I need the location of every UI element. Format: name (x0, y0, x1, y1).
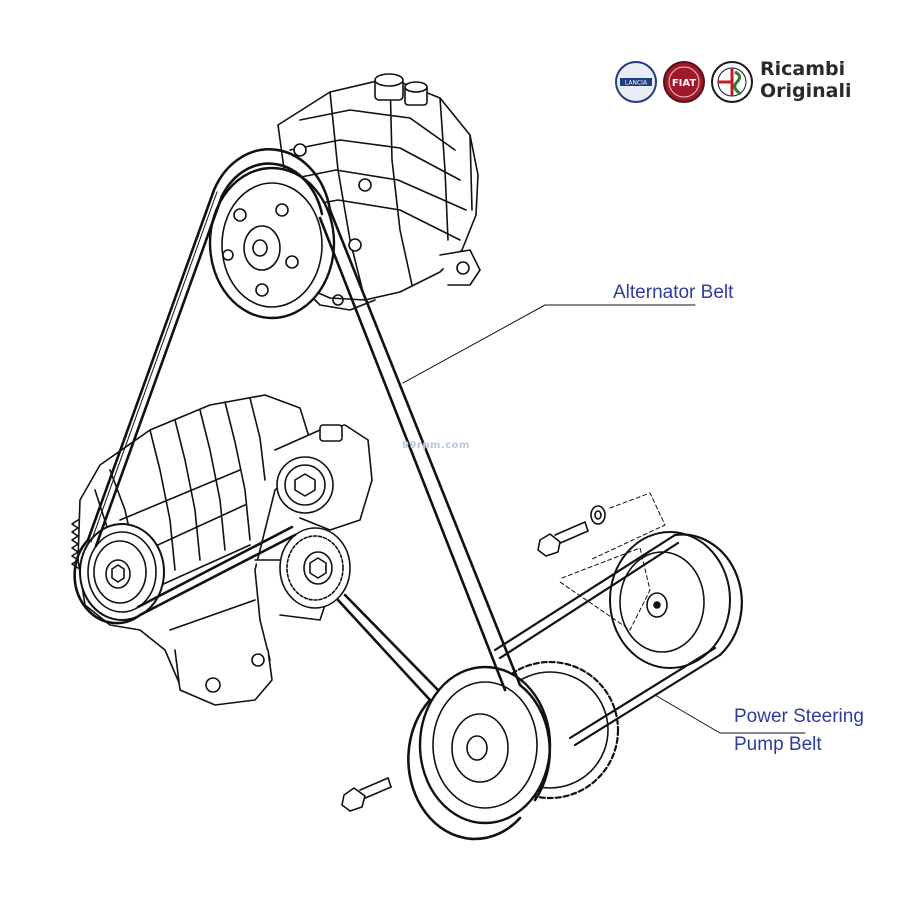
crank-pulley (418, 665, 552, 825)
idler-pulley (279, 527, 351, 609)
washer (590, 505, 606, 525)
ac-pulley (208, 166, 336, 320)
lancia-logo: LANCIA (615, 61, 657, 103)
svg-text:FIAT: FIAT (672, 78, 697, 89)
leader-lines (402, 304, 806, 734)
alfa-romeo-logo (711, 61, 753, 103)
brand-text: Ricambi Originali (760, 58, 852, 102)
watermark: 99rpm.com (402, 440, 470, 451)
power-steering-label-line-1: Power Steering (734, 706, 864, 727)
power-steering-pulley (609, 531, 731, 669)
brand-line-1: Ricambi (760, 58, 846, 80)
bolt-upper (537, 521, 589, 557)
brand-logos: LANCIA FIAT (615, 61, 753, 103)
power-steering-belt (493, 533, 743, 747)
alternator-belt-label: Alternator Belt (613, 282, 734, 303)
bolt-lower (341, 777, 392, 812)
power-steering-label-line-2: Pump Belt (734, 734, 822, 755)
tensioner (274, 424, 373, 531)
alternator-pulley (79, 523, 165, 621)
alignment-guide (559, 492, 666, 631)
alternator-belt (73, 148, 552, 841)
svg-text:LANCIA: LANCIA (625, 80, 648, 87)
brand-line-2: Originali (760, 80, 852, 102)
fiat-logo: FIAT (663, 61, 705, 103)
